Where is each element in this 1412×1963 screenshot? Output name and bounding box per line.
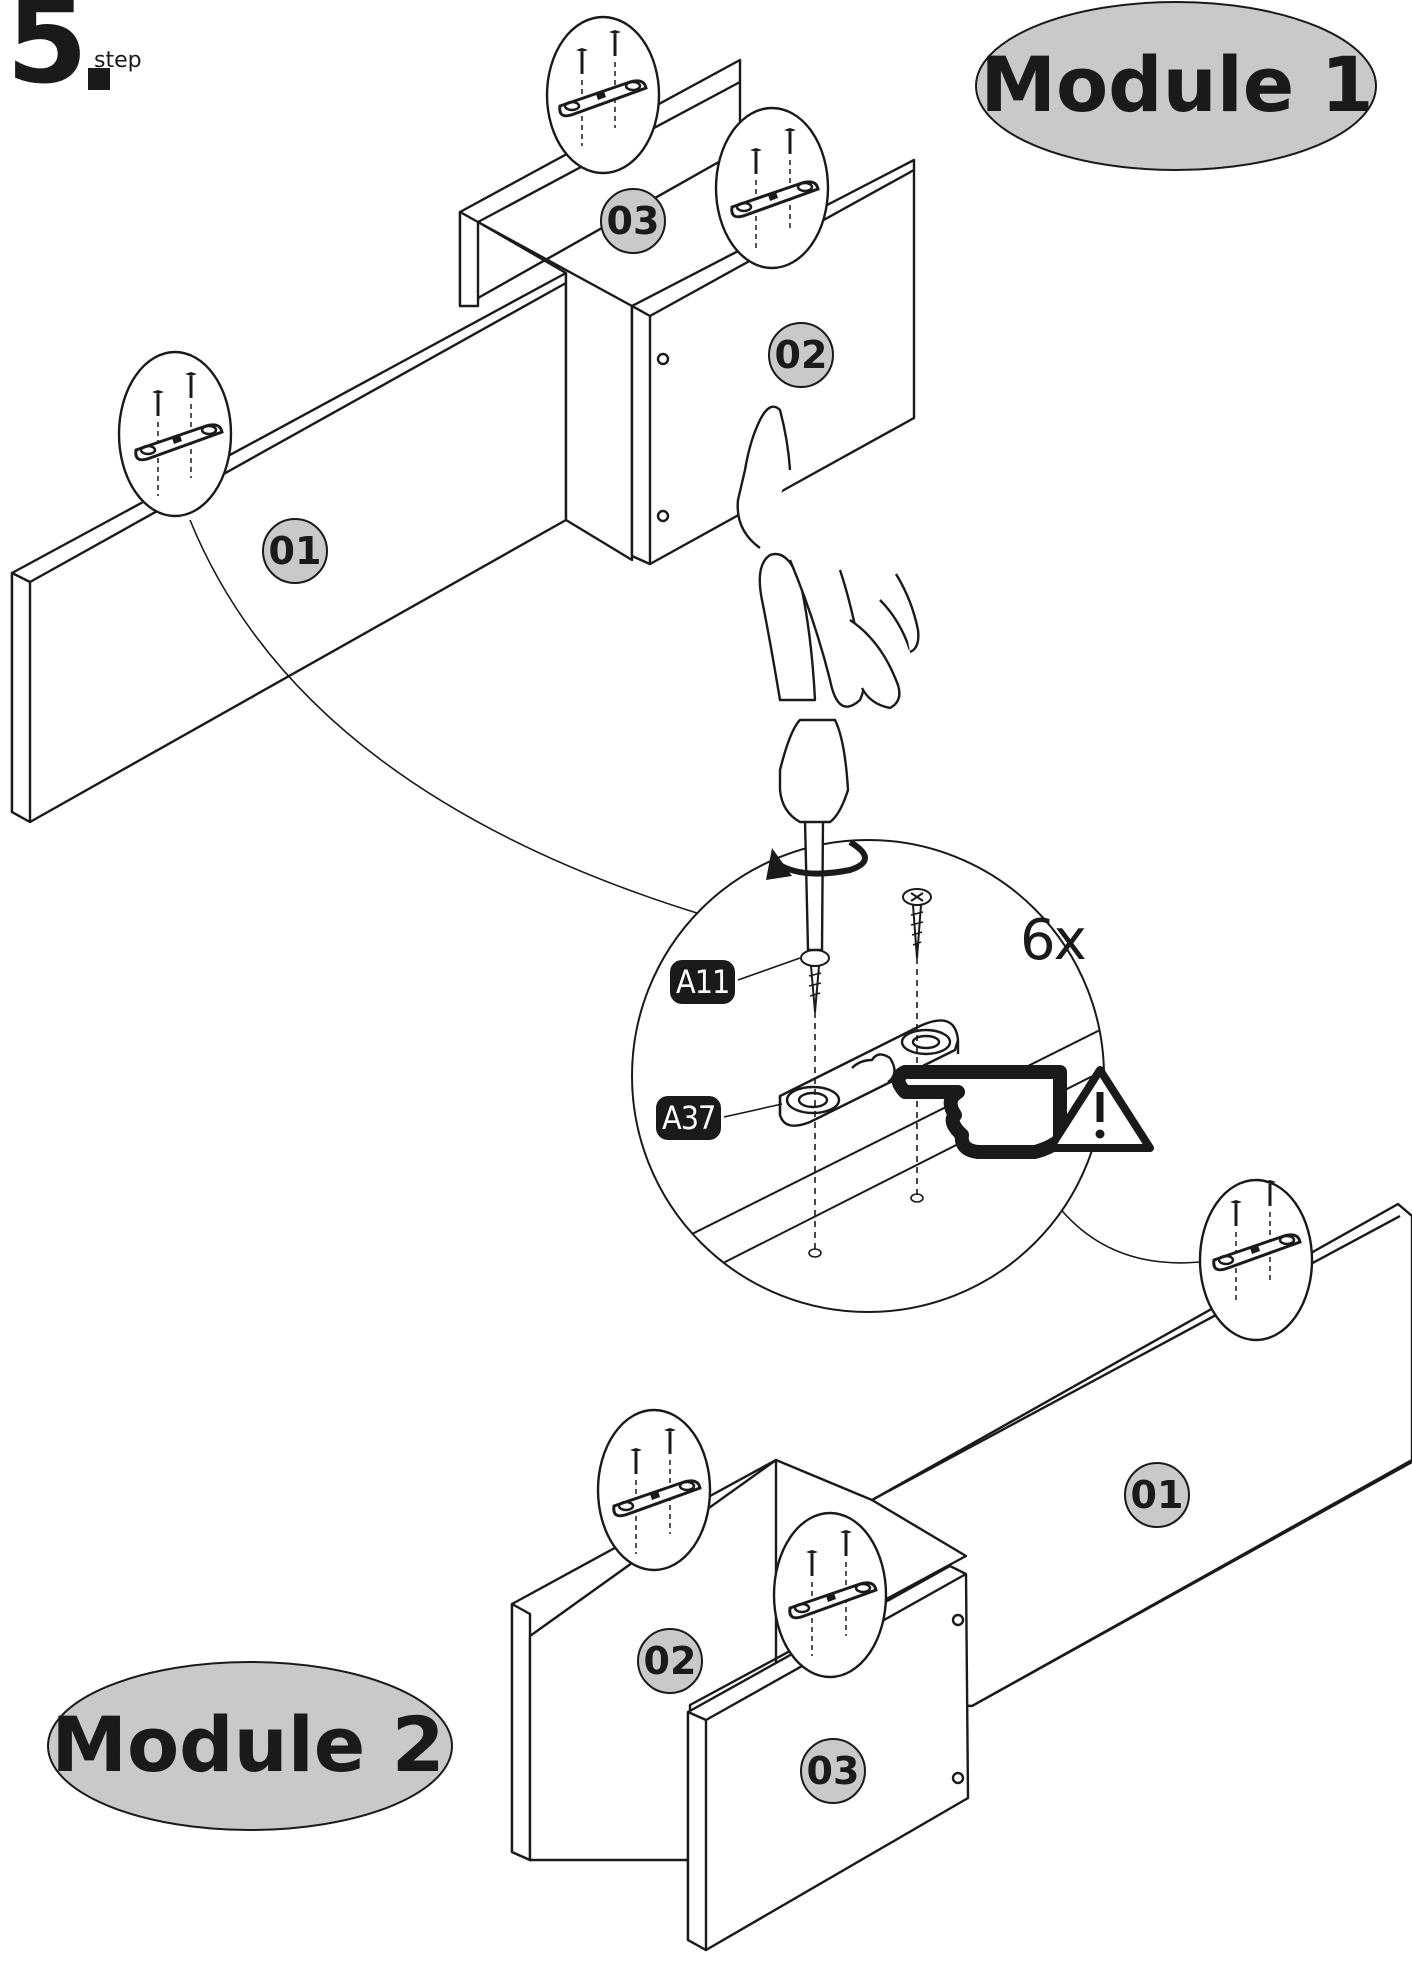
- detail-oval-m1-b: [714, 106, 830, 270]
- detail-oval-m2-b: [772, 1511, 888, 1679]
- part-badge-03-m2: 03: [800, 1738, 866, 1804]
- step-word: step: [94, 48, 142, 73]
- detail-oval-m1-c: [117, 350, 233, 518]
- module-2-oval: [47, 1661, 453, 1831]
- step-number: 5: [6, 0, 88, 110]
- step-number-dot: [88, 68, 110, 90]
- part-badge-01-m1: 01: [262, 518, 328, 584]
- bracket-icon: [778, 1019, 960, 1127]
- detail-oval-m1-a: [545, 15, 661, 175]
- detail-oval-m2-c: [1198, 1178, 1314, 1342]
- quantity-label: 6x: [1020, 908, 1087, 973]
- part-badge-02-m1: 02: [768, 322, 834, 388]
- screw-code-badge: A11: [670, 960, 736, 1004]
- module-1-label: Module 1: [980, 40, 1374, 129]
- zoom-detail: [631, 405, 1105, 1313]
- screwdriver-hand-icon: [736, 405, 920, 952]
- bracket-code-badge: A37: [656, 1096, 722, 1140]
- module-2-label: Module 2: [51, 1700, 445, 1789]
- part-badge-03-m1: 03: [600, 188, 666, 254]
- pointing-hand-icon: [891, 1065, 1067, 1159]
- module-1-oval: [975, 1, 1377, 171]
- screw-icon: [800, 949, 830, 1013]
- warning-triangle-icon: [1046, 1066, 1154, 1152]
- part-badge-01-m2: 01: [1124, 1462, 1190, 1528]
- detail-oval-m2-a: [596, 1408, 712, 1572]
- screw-icon: [902, 888, 932, 959]
- part-badge-02-m2: 02: [637, 1628, 703, 1694]
- rotate-arrow-icon: [766, 839, 868, 880]
